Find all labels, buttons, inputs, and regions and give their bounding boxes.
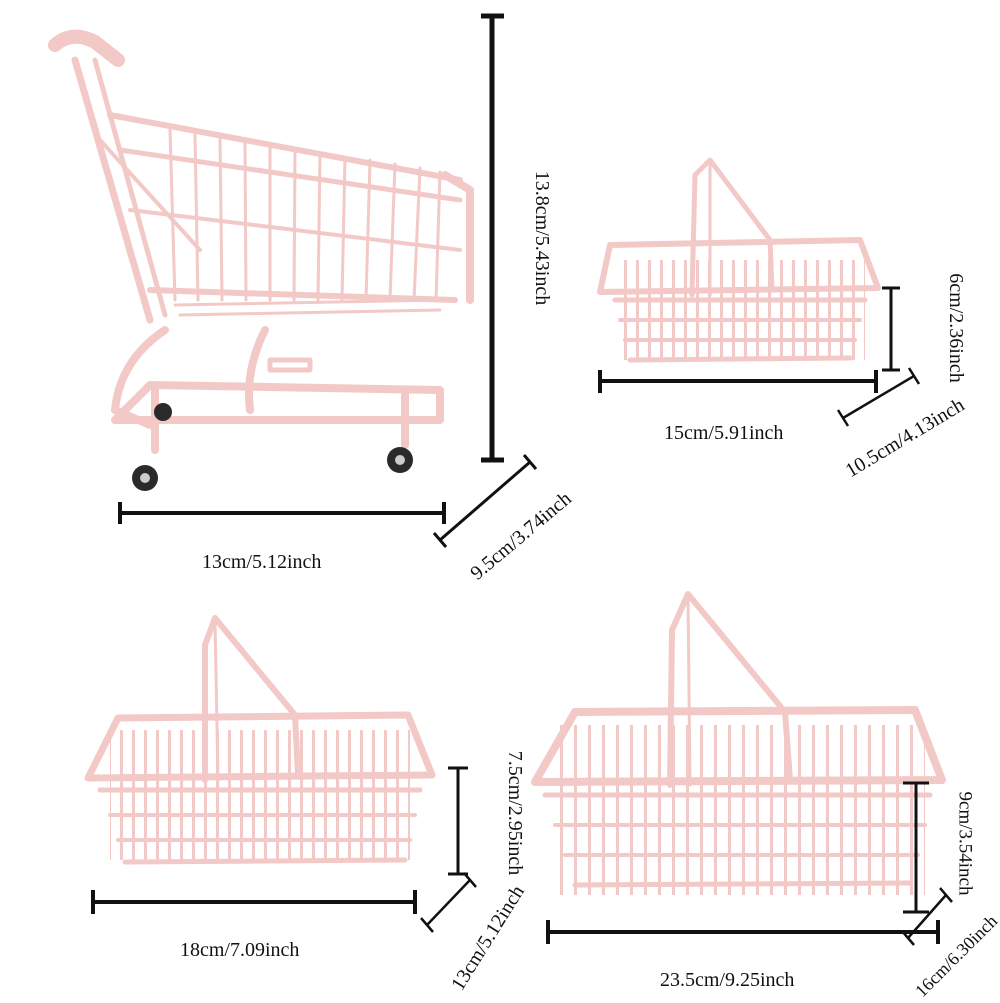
cart-depth-line — [432, 454, 538, 548]
small-basket-height-label: 6cm/2.36inch — [945, 273, 967, 383]
cart-width-line — [118, 502, 446, 524]
small-basket-depth-line — [836, 367, 921, 427]
large-basket-height-label: 9cm/3.54inch — [954, 791, 976, 896]
cart-wheel-icon — [132, 403, 413, 491]
medium-basket-width-line — [91, 890, 417, 914]
large-basket-width-label: 23.5cm/9.25inch — [660, 969, 795, 991]
cart-height-label: 13.8cm/5.43inch — [531, 170, 553, 306]
small-basket-width-label: 15cm/5.91inch — [664, 422, 784, 444]
cart-height-line — [481, 13, 504, 463]
medium-basket-height-label: 7.5cm/2.95inch — [504, 750, 526, 876]
large-basket-depth-line — [901, 887, 953, 946]
medium-basket-width-label: 18cm/7.09inch — [180, 939, 300, 961]
medium-basket-image — [84, 615, 436, 865]
cart-width-label: 13cm/5.12inch — [202, 551, 322, 573]
large-basket-width-line — [546, 920, 940, 944]
shopping-cart-image — [48, 29, 474, 454]
medium-basket-depth-line — [420, 872, 477, 933]
large-basket-image — [531, 591, 946, 895]
small-basket-image — [597, 157, 881, 363]
small-basket-height-line — [882, 286, 900, 372]
small-basket-width-line — [598, 370, 878, 393]
large-basket-height-line — [903, 781, 929, 914]
medium-basket-height-line — [448, 766, 468, 876]
